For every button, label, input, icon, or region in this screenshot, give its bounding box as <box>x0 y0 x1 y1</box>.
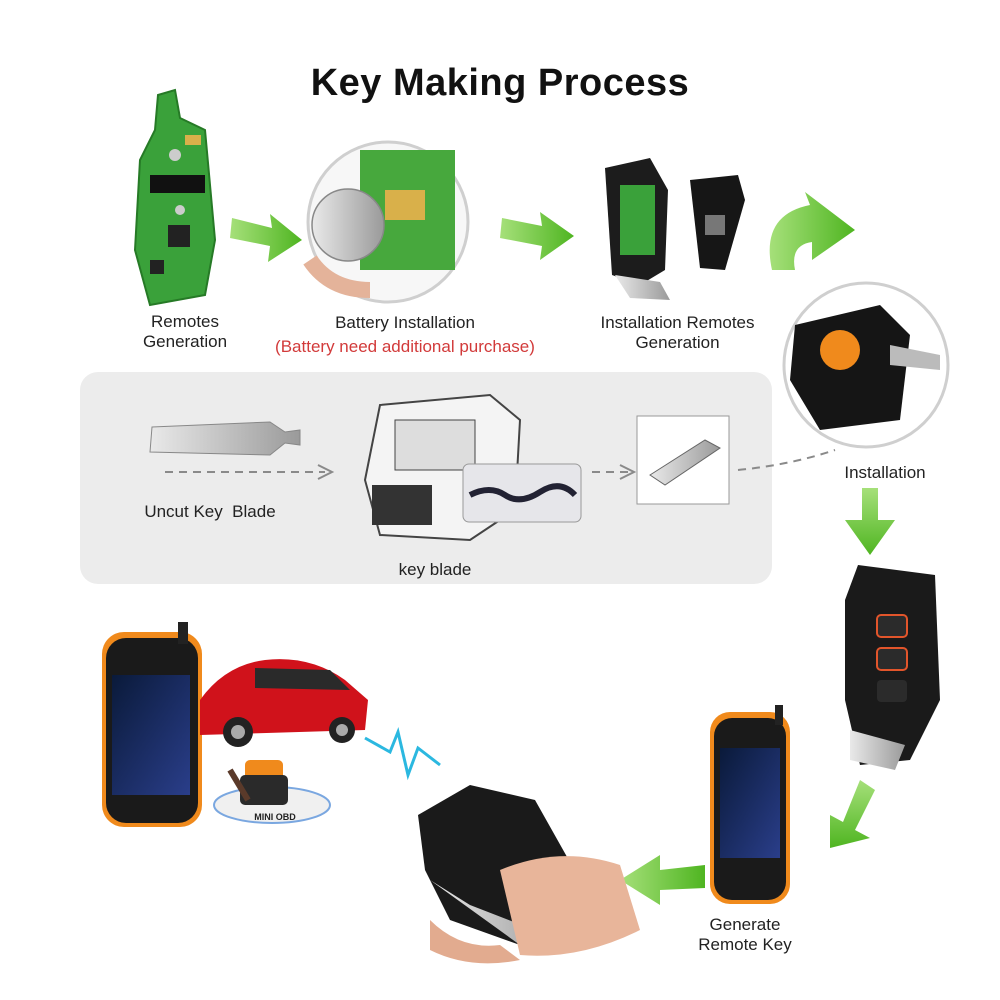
label-battery-note: (Battery need additional purchase) <box>275 337 535 356</box>
curved-arrow-icon <box>769 192 855 270</box>
label-remotes-generation: Remotes Generation <box>142 312 228 351</box>
uncut-key-blade-image <box>149 421 301 456</box>
hand-remote-image <box>418 785 640 964</box>
label-key-blade: key blade <box>398 560 472 579</box>
pcb-board-image <box>133 88 217 307</box>
signal-wave-icon <box>364 727 441 781</box>
label-battery-installation: Battery Installation <box>335 313 475 332</box>
finished-remote-key-image <box>845 565 940 770</box>
installation-image <box>782 281 950 449</box>
label-installation-remotes-generation: Installation Remotes Generation <box>600 313 755 352</box>
arrow-left-icon <box>620 855 705 905</box>
key-tool-left-image <box>102 622 202 827</box>
key-tool-device-image <box>710 705 790 904</box>
arrow-right-icon <box>500 212 574 260</box>
red-car-image <box>200 659 368 747</box>
label-mini-obd: MINI OBD <box>254 812 296 822</box>
page-title: Key Making Process <box>310 62 690 104</box>
remote-shell-image <box>605 158 745 300</box>
battery-installation-image <box>303 140 470 304</box>
label-installation: Installation <box>844 463 926 482</box>
cut-key-image <box>636 415 730 505</box>
arrow-right-icon <box>230 214 302 262</box>
label-generate-remote-key: Generate Remote Key <box>698 915 792 954</box>
arrow-down-icon <box>830 780 875 848</box>
arrow-down-icon <box>845 488 895 555</box>
key-profile-graph <box>462 463 582 523</box>
label-uncut-key-blade: Uncut Key Blade <box>144 502 276 521</box>
mini-obd-image <box>213 760 331 824</box>
